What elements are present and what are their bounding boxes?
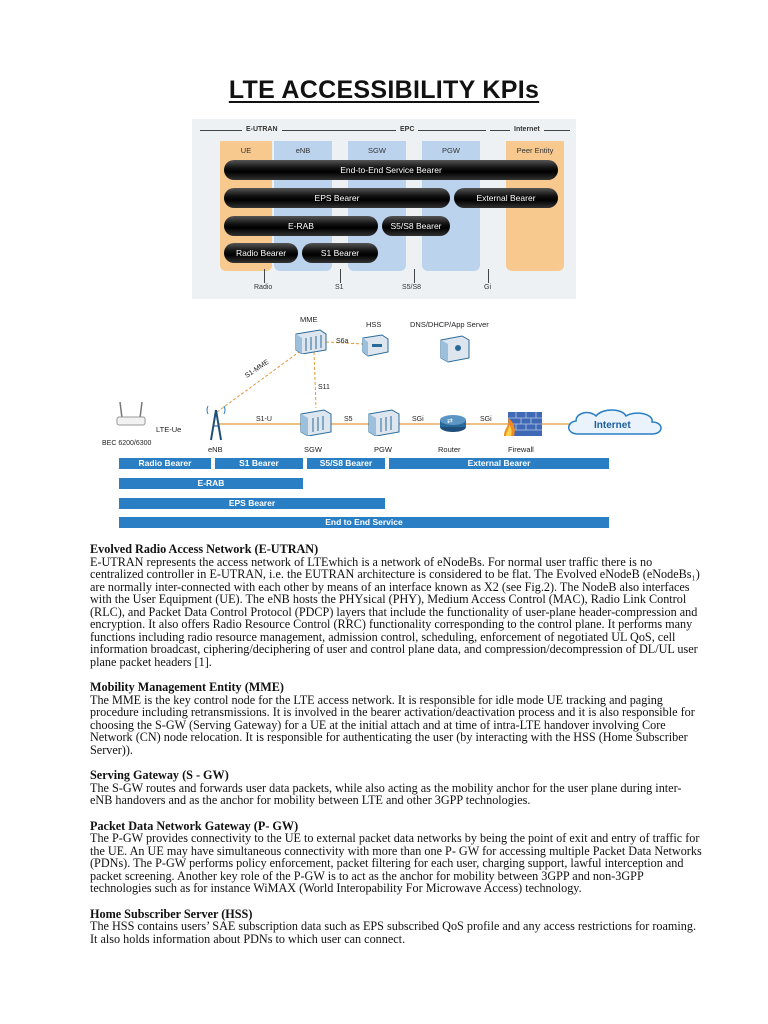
section-heading: Packet Data Network Gateway (P- GW) — [90, 818, 299, 833]
region-internet: Internet — [510, 126, 544, 133]
label-dns-server: DNS/DHCP/App Server — [410, 320, 489, 329]
label-pgw: PGW — [374, 445, 392, 454]
column-label-peer-entity: Peer Entity — [516, 146, 554, 155]
column-label-enb: eNB — [295, 146, 311, 155]
interface-s5s8: S5/S8 — [402, 284, 422, 291]
section-pgw: Packet Data Network Gateway (P- GW) The … — [90, 818, 702, 895]
label-hss: HSS — [366, 320, 382, 329]
section-sgw: Serving Gateway (S - GW) The S-GW routes… — [90, 769, 702, 807]
s1-interface-tick — [340, 269, 341, 283]
section-body: The HSS contains users’ SAE subscription… — [90, 919, 696, 946]
region-eutran: E-UTRAN — [242, 126, 282, 133]
eps-bearer: EPS Bearer — [224, 188, 450, 208]
bar-external-bearer: External Bearer — [388, 458, 610, 469]
column-label-sgw: SGW — [368, 146, 386, 155]
bar-separator — [386, 458, 388, 469]
gi-interface-tick — [488, 269, 489, 283]
bar-s1-bearer: S1 Bearer — [214, 458, 304, 469]
link-label-s11: S11 — [318, 384, 330, 391]
s1-bearer: S1 Bearer — [302, 243, 378, 263]
section-heading: Serving Gateway (S - GW) — [90, 768, 229, 782]
section-heading: Mobility Management Entity (MME) — [90, 680, 284, 694]
section-body: The MME is the key control node for the … — [90, 692, 695, 757]
network-topology-diagram: MME HSS DNS/DHCP/App Server LTE-Ue BEC 6… — [94, 312, 662, 532]
section-eutran: Evolved Radio Access Network (E-UTRAN) E… — [90, 543, 702, 668]
link-label-s5: S5 — [344, 416, 353, 423]
link-label-sgi-2: SGi — [480, 416, 492, 423]
page-title: LTE ACCESSIBILITY KPIs — [228, 76, 540, 104]
label-bec-model: BEC 6200/6300 — [102, 440, 152, 447]
lte-ue-router-icon — [116, 401, 146, 426]
section-body: E-UTRAN represents the access network of… — [90, 554, 700, 669]
enb-tower-icon — [206, 405, 226, 441]
interface-s1: S1 — [335, 284, 344, 291]
link-label-sgi-1: SGi — [412, 416, 424, 423]
section-mme: Mobility Management Entity (MME) The MME… — [90, 681, 702, 756]
label-router: Router — [438, 445, 461, 454]
bar-e-rab: E-RAB — [118, 478, 304, 489]
radio-interface-tick — [264, 269, 265, 283]
region-epc: EPC — [396, 126, 419, 133]
bar-separator — [304, 458, 306, 469]
external-bearer: External Bearer — [454, 188, 558, 208]
section-heading: Evolved Radio Access Network (E-UTRAN) — [90, 542, 319, 556]
mme-server-icon — [295, 329, 327, 354]
interface-gi: Gi — [484, 284, 491, 291]
section-heading: Home Subscriber Server (HSS) — [90, 906, 253, 921]
bar-s5s8-bearer: S5/S8 Bearer — [306, 458, 386, 469]
radio-bearer: Radio Bearer — [224, 243, 298, 263]
section-body: The S-GW routes and forwards user data p… — [90, 780, 682, 807]
svg-text:⇄: ⇄ — [447, 417, 453, 425]
label-internet: Internet — [594, 420, 631, 431]
interface-radio: Radio — [254, 284, 273, 291]
bar-radio-bearer: Radio Bearer — [118, 458, 212, 469]
internet-cloud-icon — [568, 409, 662, 435]
section-body: The P-GW provides connectivity to the UE… — [90, 831, 702, 895]
link-label-s1-u: S1-U — [256, 416, 272, 423]
end-to-end-service-bearer: End-to-End Service Bearer — [224, 160, 558, 180]
bearer-architecture-diagram: E-UTRAN EPC Internet UE eNB SGW PGW Peer… — [192, 119, 576, 299]
column-label-ue: UE — [240, 146, 252, 155]
bar-eps-bearer: EPS Bearer — [118, 498, 386, 509]
label-enb: eNB — [208, 445, 223, 454]
label-sgw: SGW — [304, 445, 322, 454]
pgw-server-icon — [368, 409, 400, 436]
label-mme: MME — [300, 315, 318, 324]
e-rab-bearer: E-RAB — [224, 216, 378, 236]
s5s8-interface-tick — [414, 269, 415, 283]
firewall-icon — [504, 412, 542, 436]
document-body: Evolved Radio Access Network (E-UTRAN) E… — [90, 543, 702, 958]
sgw-server-icon — [300, 409, 332, 436]
column-label-pgw: PGW — [442, 146, 460, 155]
label-firewall: Firewall — [508, 445, 534, 454]
s5s8-bearer: S5/S8 Bearer — [382, 216, 450, 236]
hss-database-icon — [362, 334, 389, 357]
router-icon: ⇄ — [440, 415, 466, 432]
label-lte-ue: LTE-Ue — [156, 425, 182, 434]
section-hss: Home Subscriber Server (HSS) The HSS con… — [90, 906, 702, 946]
dns-server-icon — [440, 335, 470, 363]
bar-end-to-end-service: End to End Service — [118, 517, 610, 528]
bar-separator — [212, 458, 214, 469]
link-label-s6a: S6a — [336, 338, 349, 345]
